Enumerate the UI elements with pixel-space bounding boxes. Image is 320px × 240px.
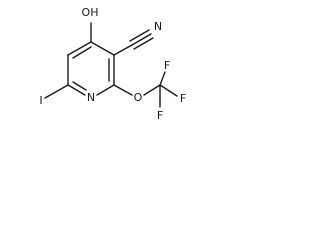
bond-c5-c4 — [67, 41, 92, 56]
bond-cn-triple-3 — [133, 37, 154, 50]
molecule-structure: OH N N I O F F F — [39, 6, 186, 122]
bond-o-cf3 — [143, 84, 161, 96]
atom-n-nitrile: N — [154, 20, 162, 33]
atom-iodine: I — [39, 94, 42, 107]
bond-n1-c6-inner — [72, 81, 87, 91]
atom-f-bottom: F — [157, 109, 163, 122]
bond-c2-o — [113, 84, 133, 96]
atom-f-right: F — [180, 92, 186, 105]
bond-cf3-f-top — [159, 71, 166, 86]
bond-cn-triple-2 — [129, 29, 150, 42]
bond-c5-c4-inner — [72, 46, 92, 59]
bond-c6-i — [44, 84, 69, 99]
atom-oh: OH — [82, 6, 99, 19]
bond-cn-triple-1 — [131, 33, 152, 46]
bond-n1-c6 — [67, 84, 86, 96]
bond-c4-c3 — [90, 41, 115, 56]
atom-n-ring: N — [87, 91, 95, 104]
bond-cf3-f-right — [159, 84, 178, 97]
bond-c2-n1 — [96, 84, 115, 96]
atom-oxygen: O — [134, 91, 143, 104]
atom-f-top: F — [164, 59, 170, 72]
bond-c3-cn — [113, 44, 133, 56]
